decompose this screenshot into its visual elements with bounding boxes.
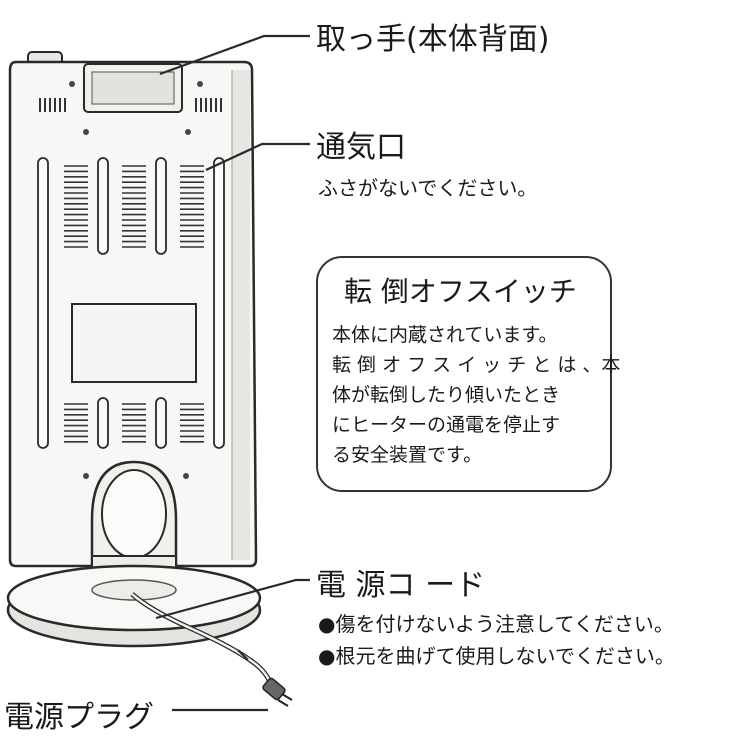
vent-louvres-lower (64, 403, 204, 443)
tipover-switch-line-5: る安全装置です。 (332, 444, 483, 466)
vent-note: ふさがないでください。 (318, 176, 538, 200)
tipover-switch-title: 転 倒オフスイッチ (344, 275, 577, 308)
top-small-vents (39, 98, 222, 112)
tipover-switch-line-4: にヒーターの通電を停止す (332, 414, 561, 436)
leader-lines (155, 34, 310, 712)
tipover-switch-line-1: 本体に内蔵されています。 (332, 324, 558, 346)
center-plate (71, 303, 197, 383)
handle (83, 63, 183, 113)
base (6, 564, 262, 648)
vent-louvres-upper (64, 165, 204, 248)
power-cord-note-1: ●傷を付けないよう注意してください。 (318, 612, 674, 636)
tipover-switch-line-2: 転 倒 オ フ ス イ ッ チ と は 、本 (332, 354, 621, 376)
tipover-switch-line-3: 体が転倒したり傾いたとき (332, 384, 561, 406)
power-cord-label: 電 源コ ード (316, 568, 486, 603)
tipover-switch-box (316, 256, 612, 492)
power-cord-note-2: ●根元を曲げて使用しないでください。 (318, 644, 675, 668)
power-plug (262, 677, 293, 707)
handle-label: 取っ手(本体背面) (316, 22, 550, 57)
grille-bars (37, 157, 225, 449)
power-plug-label: 電源プラグ (4, 700, 154, 735)
power-cord (130, 592, 275, 689)
vent-label: 通気口 (316, 130, 406, 165)
